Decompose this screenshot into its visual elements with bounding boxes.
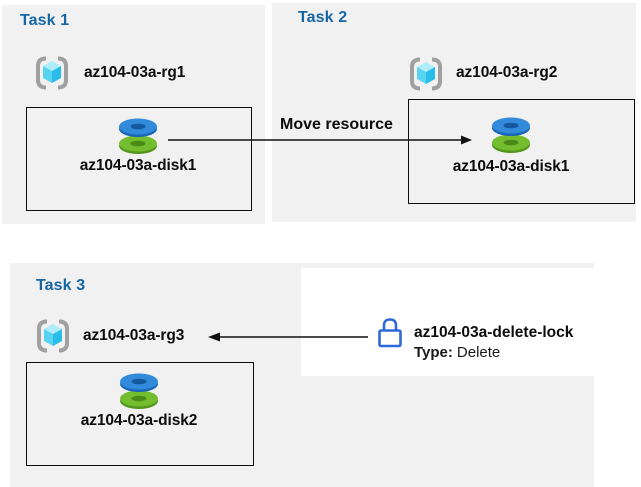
task1-resource-box <box>26 107 252 211</box>
task3-resource-box <box>26 362 254 466</box>
lock-icon <box>375 315 405 351</box>
lock-type-value: Delete <box>456 344 501 361</box>
task2-resource-box <box>408 99 635 204</box>
task2-title: Task 2 <box>298 9 348 26</box>
resource-group-icon <box>406 54 446 94</box>
task3-title: Task 3 <box>36 277 86 294</box>
task3-disk-name: az104-03a-disk2 <box>80 412 198 429</box>
resource-group-icon <box>32 53 72 93</box>
task2-disk-name: az104-03a-disk1 <box>452 158 570 175</box>
move-arrow <box>168 133 474 147</box>
delete-lock-arrow <box>208 330 368 344</box>
lock-label-area <box>301 268 594 376</box>
task2-rg-name: az104-03a-rg2 <box>456 64 558 81</box>
lock-type-label: Type: <box>414 344 453 361</box>
disk-icon <box>113 371 165 411</box>
disk-icon <box>112 116 164 156</box>
task3-rg-name: az104-03a-rg3 <box>83 327 185 344</box>
resource-group-icon <box>33 316 73 356</box>
task1-disk-name: az104-03a-disk1 <box>79 157 197 174</box>
lock-name: az104-03a-delete-lock <box>414 324 574 341</box>
task1-panel: Task 1 <box>2 5 265 224</box>
disk-icon <box>485 115 537 155</box>
task1-rg-name: az104-03a-rg1 <box>84 64 186 81</box>
task2-panel: Task 2 <box>272 3 636 222</box>
move-arrow-label: Move resource <box>280 116 393 133</box>
lock-type: Type:Delete <box>414 344 500 361</box>
task1-title: Task 1 <box>20 12 70 29</box>
